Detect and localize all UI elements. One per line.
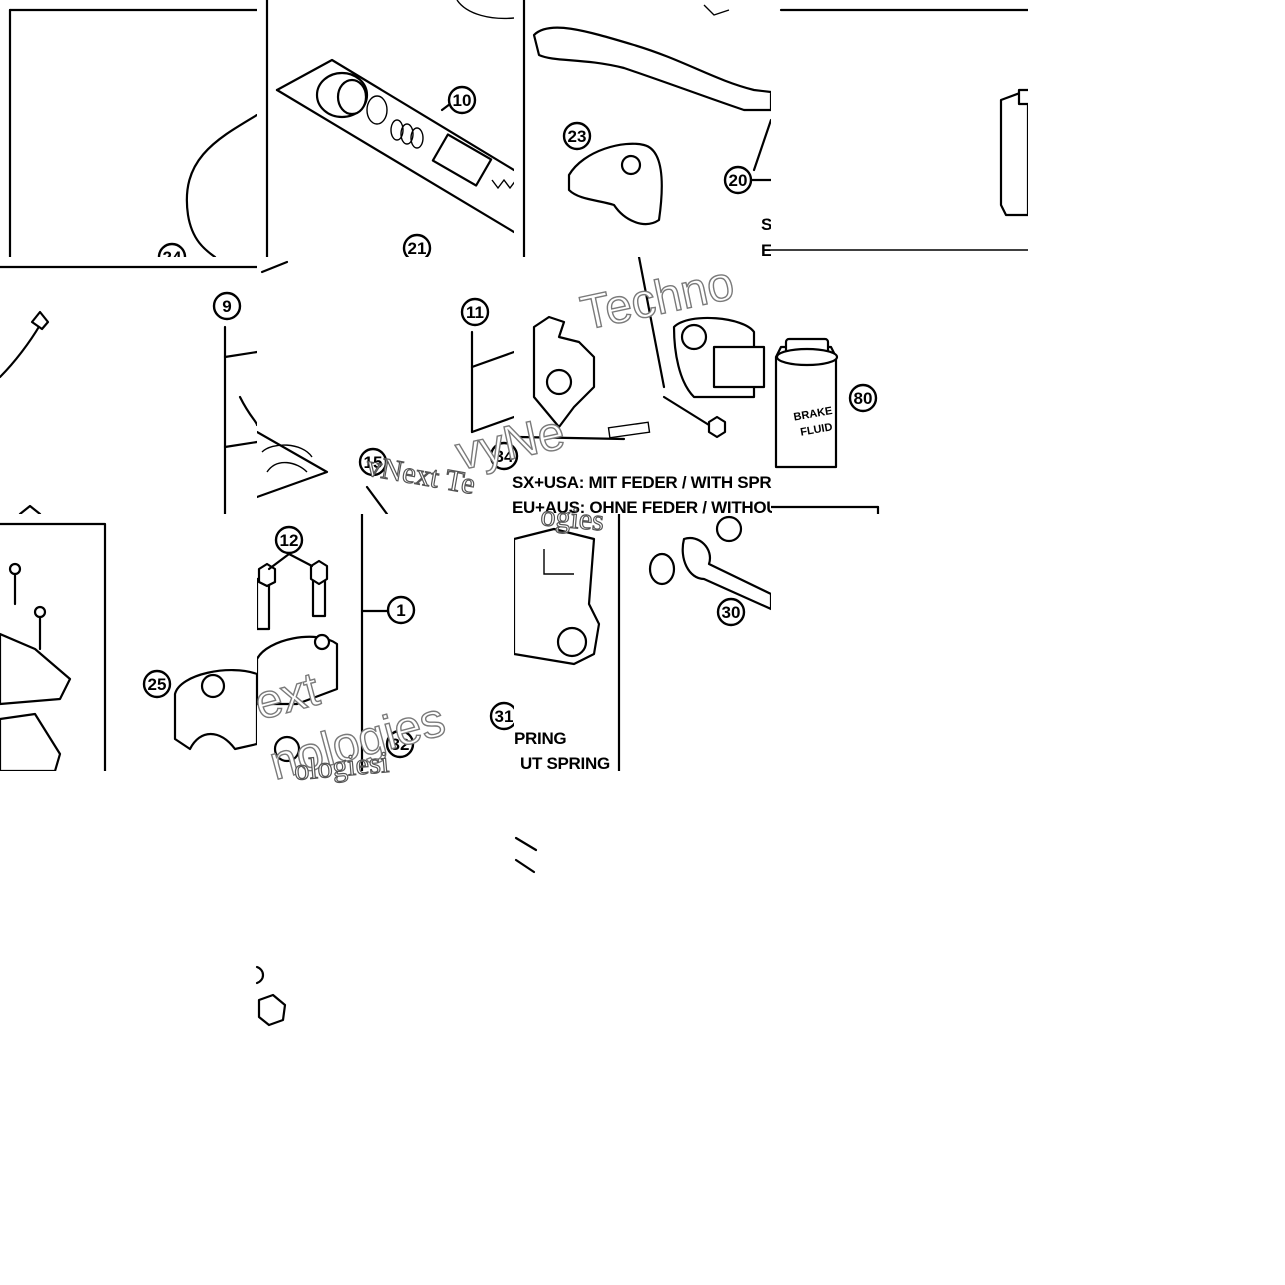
tile-brake-fluid: BRAKE FLUID bbox=[771, 257, 1028, 514]
svg-text:1: 1 bbox=[396, 601, 405, 620]
svg-text:10: 10 bbox=[453, 91, 472, 110]
callout-12: 12 bbox=[274, 525, 304, 555]
callout-23: 23 bbox=[562, 121, 592, 151]
svg-text:11: 11 bbox=[466, 303, 484, 322]
svg-text:80: 80 bbox=[854, 389, 873, 408]
fragment-nut bbox=[255, 965, 287, 1027]
tile-cable-end bbox=[0, 257, 257, 514]
svg-text:25: 25 bbox=[148, 675, 167, 694]
spring-spec-note: SX+USA: MIT FEDER / WITH SPRING EU+AUS: … bbox=[512, 473, 772, 517]
svg-text:PRING: PRING bbox=[514, 729, 566, 748]
tile-reservoir-cover bbox=[0, 514, 257, 771]
svg-text:31: 31 bbox=[495, 707, 514, 726]
tile-piston-kit: 10 21 bbox=[257, 0, 514, 257]
callout-80: 80 bbox=[848, 383, 878, 413]
fragment-lines bbox=[514, 836, 538, 874]
callout-32: 32 bbox=[385, 729, 415, 759]
svg-text:E: E bbox=[761, 241, 771, 257]
tile-master-cylinder bbox=[514, 514, 771, 771]
callout-1: 1 bbox=[386, 595, 416, 625]
callout-24: 24 bbox=[157, 242, 187, 257]
svg-text:34: 34 bbox=[495, 447, 514, 466]
tile-lever: 23 20 S E bbox=[514, 0, 771, 257]
note-fragment-top: S E bbox=[761, 215, 771, 257]
svg-text:20: 20 bbox=[729, 171, 748, 190]
tile-cable-box: 24 bbox=[0, 0, 257, 257]
svg-text:24: 24 bbox=[163, 248, 182, 257]
callout-9: 9 bbox=[212, 291, 242, 321]
tile-brake-body bbox=[514, 257, 771, 514]
svg-text:23: 23 bbox=[568, 127, 587, 146]
svg-text:FLUID: FLUID bbox=[799, 421, 833, 438]
callout-31: 31 bbox=[489, 701, 519, 731]
brake-fluid-label: BRAKE FLUID bbox=[793, 405, 834, 439]
svg-text:SX+USA: MIT FEDER / WITH SPRI: SX+USA: MIT FEDER / WITH SPRING bbox=[512, 473, 772, 492]
tile-fluid-can-top bbox=[771, 0, 1028, 257]
svg-text:21: 21 bbox=[408, 239, 427, 257]
svg-text:32: 32 bbox=[391, 735, 410, 754]
tile-clamp-screws bbox=[257, 514, 514, 771]
callout-10: 10 bbox=[447, 85, 477, 115]
svg-text:9: 9 bbox=[222, 297, 231, 316]
svg-text:S: S bbox=[761, 215, 771, 234]
svg-text:BRAKE: BRAKE bbox=[793, 405, 834, 424]
callout-15: 15 bbox=[358, 447, 388, 477]
svg-text:12: 12 bbox=[280, 531, 299, 550]
callout-11: 11 bbox=[460, 297, 490, 327]
callout-25: 25 bbox=[142, 669, 172, 699]
spring-note-fragment: PRING UT SPRING bbox=[514, 729, 610, 773]
callout-30: 30 bbox=[716, 597, 746, 627]
svg-text:30: 30 bbox=[722, 603, 741, 622]
callout-34: 34 bbox=[489, 441, 519, 471]
svg-text:15: 15 bbox=[364, 453, 383, 472]
svg-text:EU+AUS: OHNE FEDER / WITHOUT: EU+AUS: OHNE FEDER / WITHOUT SPRING bbox=[512, 498, 772, 517]
svg-text:UT SPRING: UT SPRING bbox=[520, 754, 610, 773]
callout-20: 20 bbox=[723, 165, 753, 195]
callout-21: 21 bbox=[402, 233, 432, 257]
